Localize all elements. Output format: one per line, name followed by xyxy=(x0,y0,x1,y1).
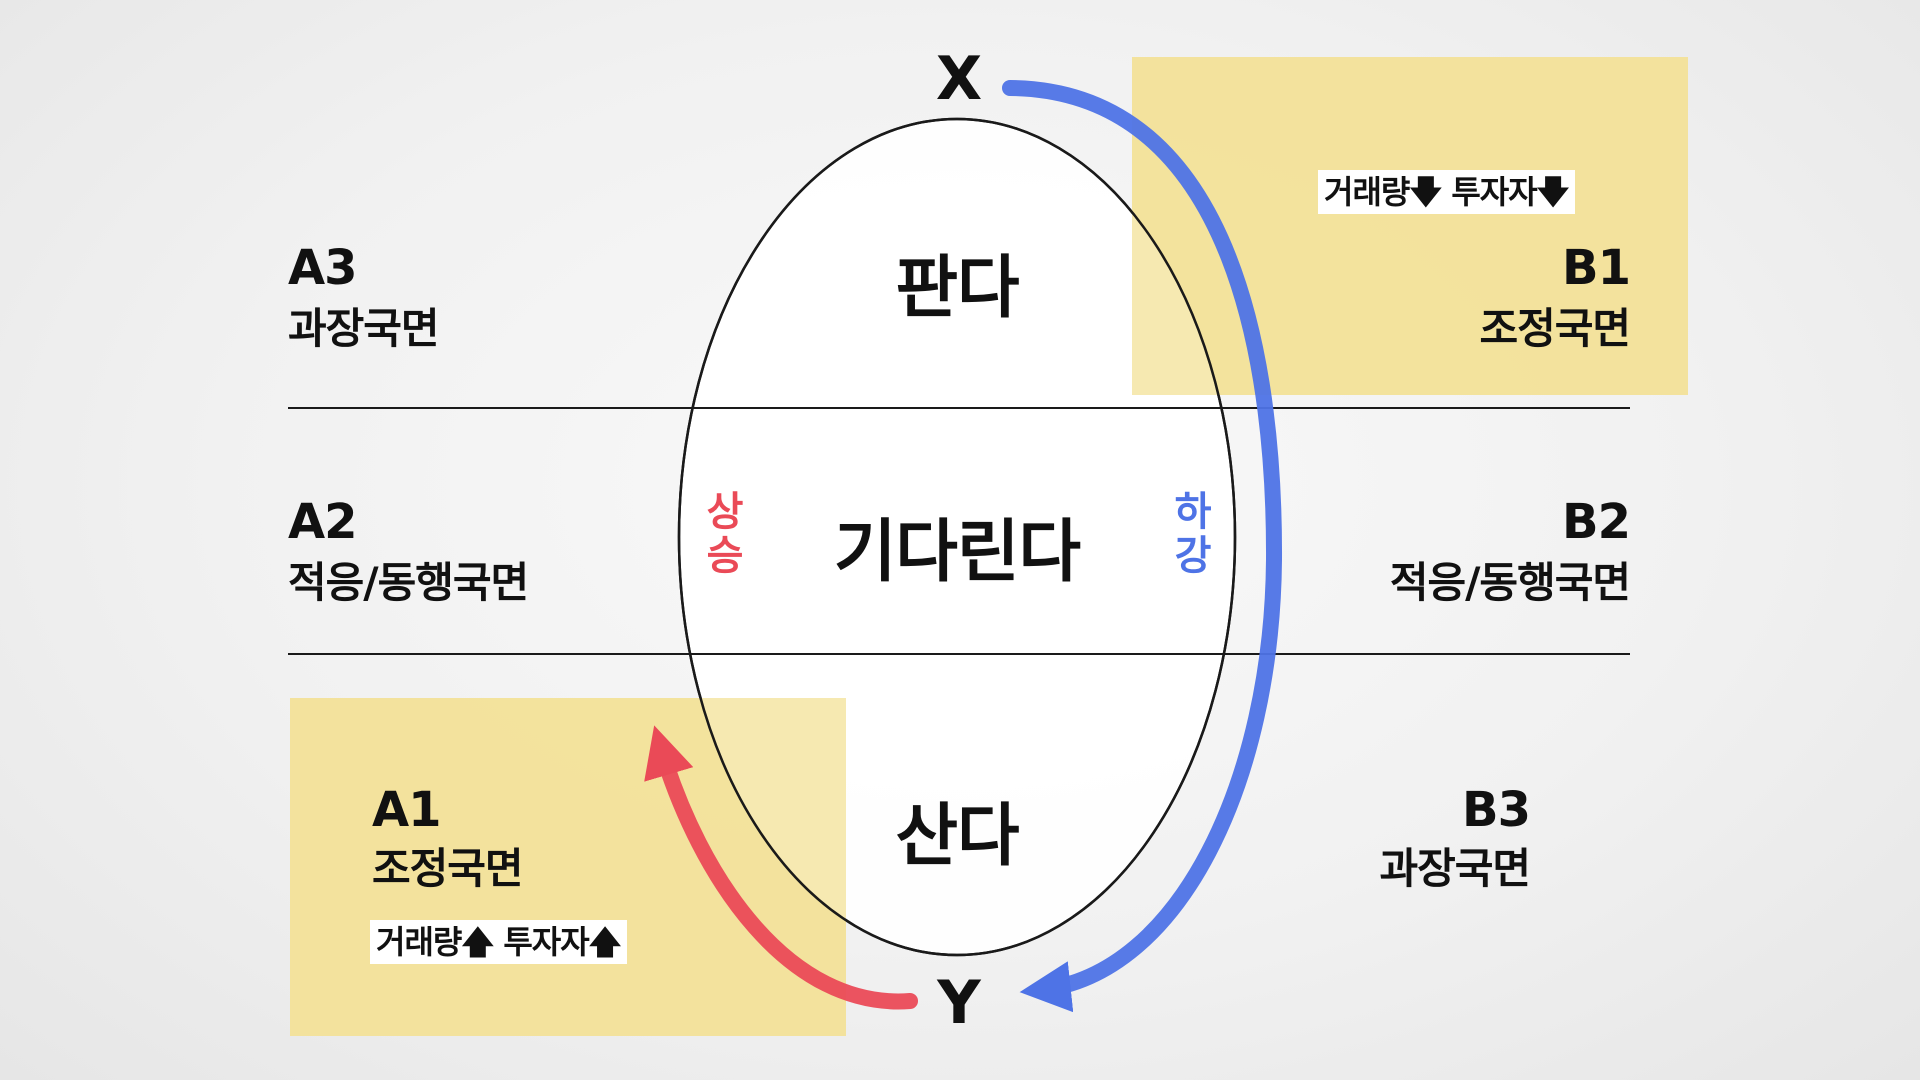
axis-y-label: Y xyxy=(937,968,981,1038)
a1-highlight-overlay xyxy=(290,698,846,1036)
axis-x-label: X xyxy=(935,44,983,114)
b2-code: B2 xyxy=(1562,494,1631,550)
a2-code: A2 xyxy=(288,494,358,550)
rise-label: 상승 xyxy=(706,489,744,579)
cycle-ellipse-outline xyxy=(677,117,1237,957)
a3-phase: 과장국면 xyxy=(288,304,440,353)
rise-arrow xyxy=(644,725,918,1010)
b1-code: B1 xyxy=(1562,240,1631,296)
center-buy: 산다 xyxy=(895,797,1019,876)
a1-volume-investor-note: 거래량🡅 투자자🡅 xyxy=(370,920,627,964)
center-sell: 판다 xyxy=(895,249,1019,328)
b1-volume-investor-note: 거래량🡇 투자자🡇 xyxy=(1318,170,1575,214)
b3-phase: 과장국면 xyxy=(1379,844,1531,893)
b2-phase: 적응/동행국면 xyxy=(1389,558,1631,607)
b1-highlight-overlay xyxy=(1132,57,1688,395)
fall-arrow xyxy=(1002,80,1283,1013)
b1-phase: 조정국면 xyxy=(1479,304,1631,353)
a1-phase: 조정국면 xyxy=(372,844,524,893)
a1-code: A1 xyxy=(372,782,442,838)
a3-code: A3 xyxy=(288,240,358,296)
a2-phase: 적응/동행국면 xyxy=(288,558,529,607)
center-wait: 기다린다 xyxy=(833,513,1081,592)
fall-label: 하강 xyxy=(1174,489,1212,579)
b3-code: B3 xyxy=(1462,782,1531,838)
